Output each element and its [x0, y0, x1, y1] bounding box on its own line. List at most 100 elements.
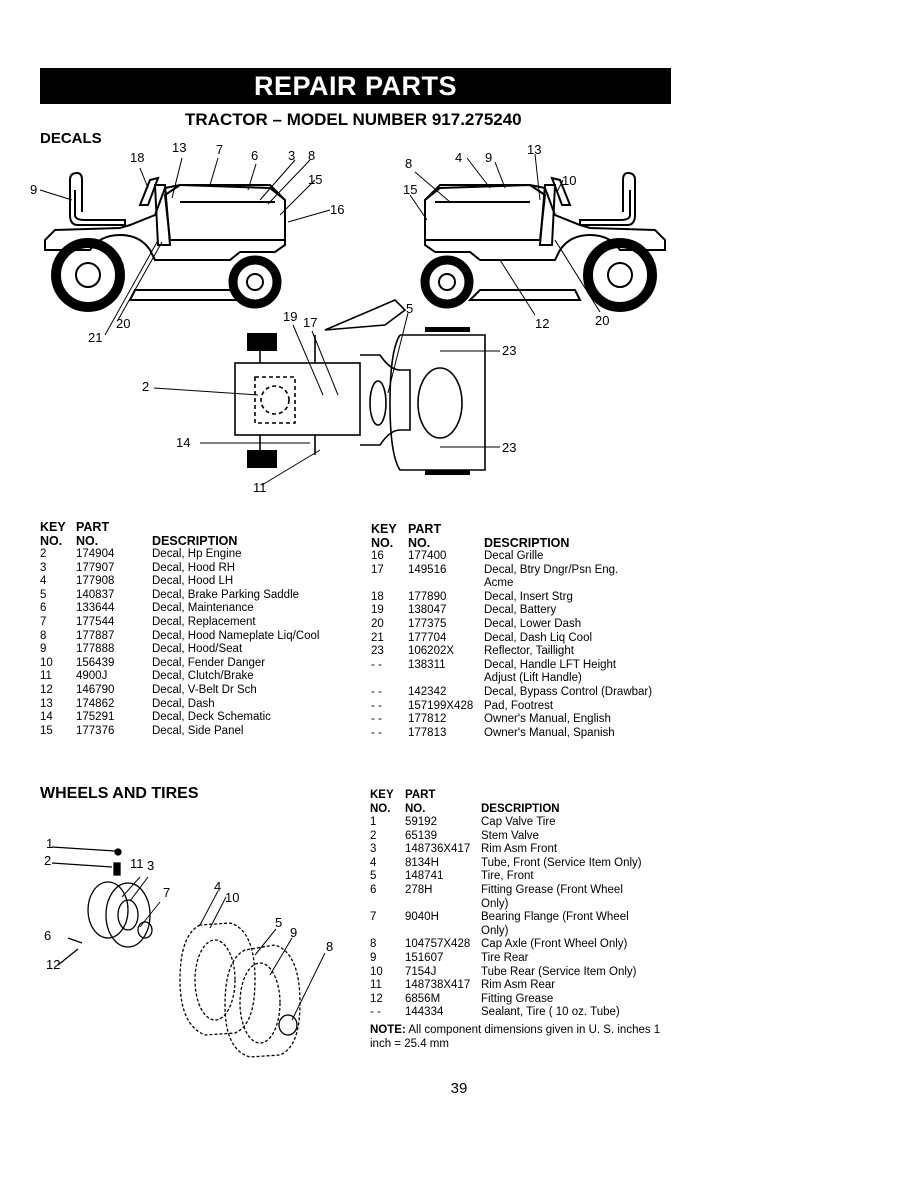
part-key: 20	[371, 617, 384, 630]
part-description: Decal, Clutch/Brake	[152, 670, 254, 683]
part-number: 106202X	[408, 645, 455, 658]
description-header: DESCRIPTION	[484, 536, 570, 550]
callout-top-11: 11	[253, 480, 267, 495]
part-number: 140837	[76, 588, 115, 601]
part-key: 13	[40, 697, 53, 710]
part-description: Pad, Footrest	[484, 699, 554, 712]
part-key: 23	[371, 645, 384, 658]
callout-wheel-9: 9	[290, 925, 297, 940]
part-number: 177813	[408, 726, 447, 739]
part-number: 59192	[405, 816, 437, 828]
callout-left-15: 15	[308, 172, 322, 187]
callout-right-8: 8	[405, 156, 412, 171]
part-number: 177908	[76, 575, 115, 588]
part-number: 138311	[408, 658, 446, 671]
callout-right-15: 15	[403, 182, 417, 197]
decal-part-row-continuation: Adjust (Lift Handle)	[371, 672, 652, 686]
callout-left-16: 16	[330, 202, 344, 217]
callout-wheel-10: 10	[225, 890, 239, 905]
part-number: 175291	[76, 711, 115, 724]
part-description-continued: Only)	[481, 924, 509, 937]
part-key: 16	[371, 550, 384, 562]
part-key: 10	[370, 965, 383, 978]
part-description: Fitting Grease	[481, 992, 554, 1005]
callout-left-7: 7	[216, 142, 223, 157]
part-key: 11	[370, 979, 382, 992]
part-number: 177375	[408, 617, 447, 630]
part-key: 17	[371, 563, 384, 576]
part-number: 151607	[405, 951, 444, 964]
callout-wheel-12: 12	[46, 957, 60, 972]
part-description: Decal Grille	[484, 550, 544, 562]
callout-wheel-11: 11	[130, 856, 144, 871]
page-number: 39	[450, 1080, 468, 1097]
decals-section-title: DECALS	[40, 130, 102, 147]
dimensions-note: NOTE: All component dimensions given in …	[370, 1024, 670, 1051]
part-key: 9	[370, 951, 377, 964]
key-header-line2: NO.	[371, 536, 394, 550]
callout-wheel-3: 3	[147, 858, 154, 873]
tractor-right-side-diagram: 8 4 9 13 10 15 12 20	[403, 142, 666, 331]
part-key: 7	[370, 911, 377, 924]
part-key: 8	[40, 629, 47, 642]
part-header-line1: PART	[405, 789, 436, 801]
part-number: 148741	[405, 870, 444, 883]
part-number: 177907	[76, 561, 115, 574]
part-number: 177400	[408, 550, 447, 562]
key-header-line2: NO.	[370, 803, 391, 815]
callout-wheel-5: 5	[275, 915, 282, 930]
part-key: 15	[40, 724, 53, 737]
description-header: DESCRIPTION	[481, 803, 560, 815]
decal-part-row: 16 177400 Decal Grille	[371, 550, 652, 564]
callout-left-8: 8	[308, 148, 315, 163]
part-number: 104757X428	[405, 938, 471, 951]
part-number: 177890	[408, 590, 447, 603]
part-key: 2	[40, 548, 47, 560]
part-number: 146790	[76, 683, 115, 696]
part-key: - -	[371, 726, 382, 739]
part-description: Decal, Hood Nameplate Liq/Cool	[152, 629, 320, 642]
part-description: Owner's Manual, English	[484, 713, 611, 726]
callout-wheel-6: 6	[44, 928, 51, 943]
part-description: Decal, Maintenance	[152, 602, 254, 615]
part-description: Tube Rear (Service Item Only)	[481, 965, 637, 978]
part-key: 21	[371, 631, 384, 644]
part-description: Decal, Lower Dash	[484, 617, 582, 630]
part-number: 144334	[405, 1006, 444, 1019]
part-key: - -	[371, 699, 382, 712]
part-description: Decal, Replacement	[152, 615, 256, 628]
part-description: Decal, Hood LH	[152, 575, 234, 588]
part-number: 156439	[76, 656, 115, 669]
part-key: 7	[40, 615, 47, 628]
callout-left-20: 20	[116, 316, 130, 331]
part-number: 177544	[76, 615, 115, 628]
part-number: 133644	[76, 602, 115, 615]
callout-right-20: 20	[595, 313, 609, 328]
key-header-line1: KEY	[40, 520, 66, 534]
part-number: 149516	[408, 563, 447, 576]
callout-right-9: 9	[485, 150, 492, 165]
part-header-line2: NO.	[405, 803, 426, 815]
tractor-top-view-diagram: 19 17 5 23 2 14 23 11	[142, 299, 516, 495]
part-number: 177704	[408, 631, 447, 644]
